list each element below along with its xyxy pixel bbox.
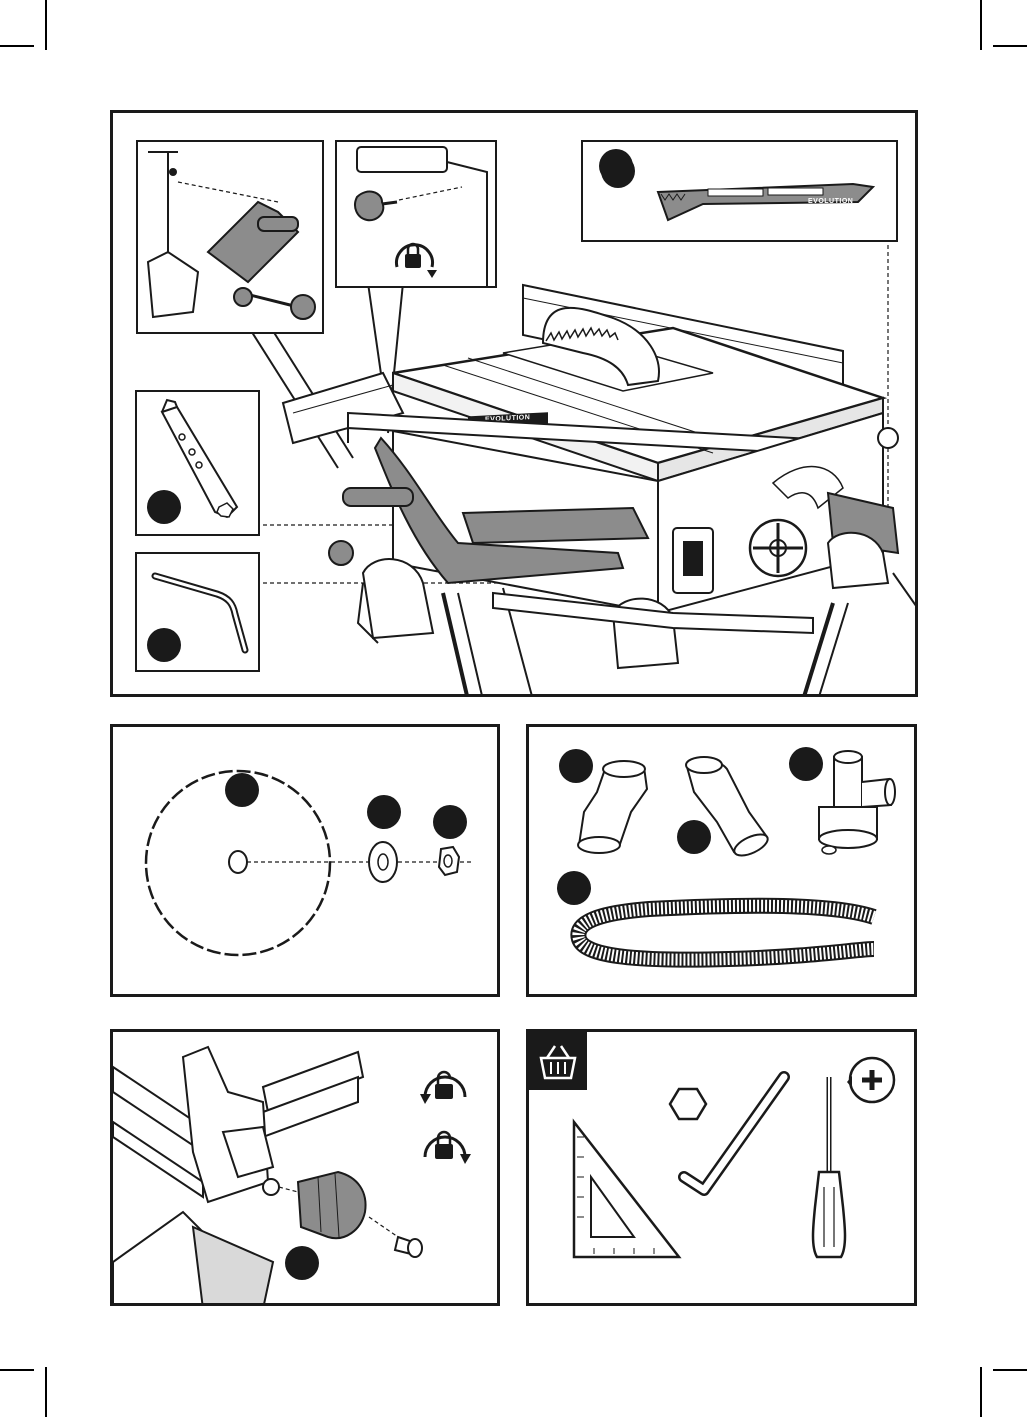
crop-mark	[0, 1369, 34, 1371]
crop-mark	[980, 0, 982, 50]
inset-lock-knob	[335, 140, 497, 288]
callout-marker	[225, 773, 259, 807]
lock-rotate-icon	[425, 1132, 471, 1164]
inset-hex-key	[135, 552, 260, 672]
crop-mark	[45, 0, 47, 50]
tools-illustration	[529, 1032, 917, 1306]
callout-marker	[677, 820, 711, 854]
callout-marker	[559, 749, 593, 783]
phillips-plus-icon	[847, 1058, 894, 1102]
dust-extraction-panel	[526, 724, 917, 997]
set-square-icon	[574, 1122, 679, 1257]
crop-mark	[45, 1367, 47, 1417]
blade-illustration	[113, 727, 500, 997]
callout-marker	[599, 149, 633, 183]
crop-mark	[993, 45, 1027, 47]
tools-required-panel	[526, 1029, 917, 1306]
unlock-rotate-icon	[420, 1072, 465, 1104]
blade-washer-nut-panel	[110, 724, 500, 997]
crop-mark	[993, 1369, 1027, 1371]
callout-marker	[433, 805, 467, 839]
crop-mark	[980, 1367, 982, 1417]
inset-riving-knife-clamp	[136, 140, 324, 334]
crop-mark	[0, 45, 34, 47]
callout-marker	[557, 871, 591, 905]
riving-knife-brand-label: EVOLUTION	[808, 198, 853, 205]
hexagon-icon	[670, 1089, 706, 1119]
fence-lock-knob-panel	[110, 1029, 500, 1306]
callout-marker	[367, 795, 401, 829]
phillips-screwdriver-icon	[813, 1077, 845, 1257]
inset-spanner	[135, 390, 260, 536]
lock-rotate-icon	[397, 244, 438, 278]
table-saw-overview-panel: EVOLUTION	[110, 110, 918, 697]
callout-marker	[789, 747, 823, 781]
callout-marker	[285, 1246, 319, 1280]
